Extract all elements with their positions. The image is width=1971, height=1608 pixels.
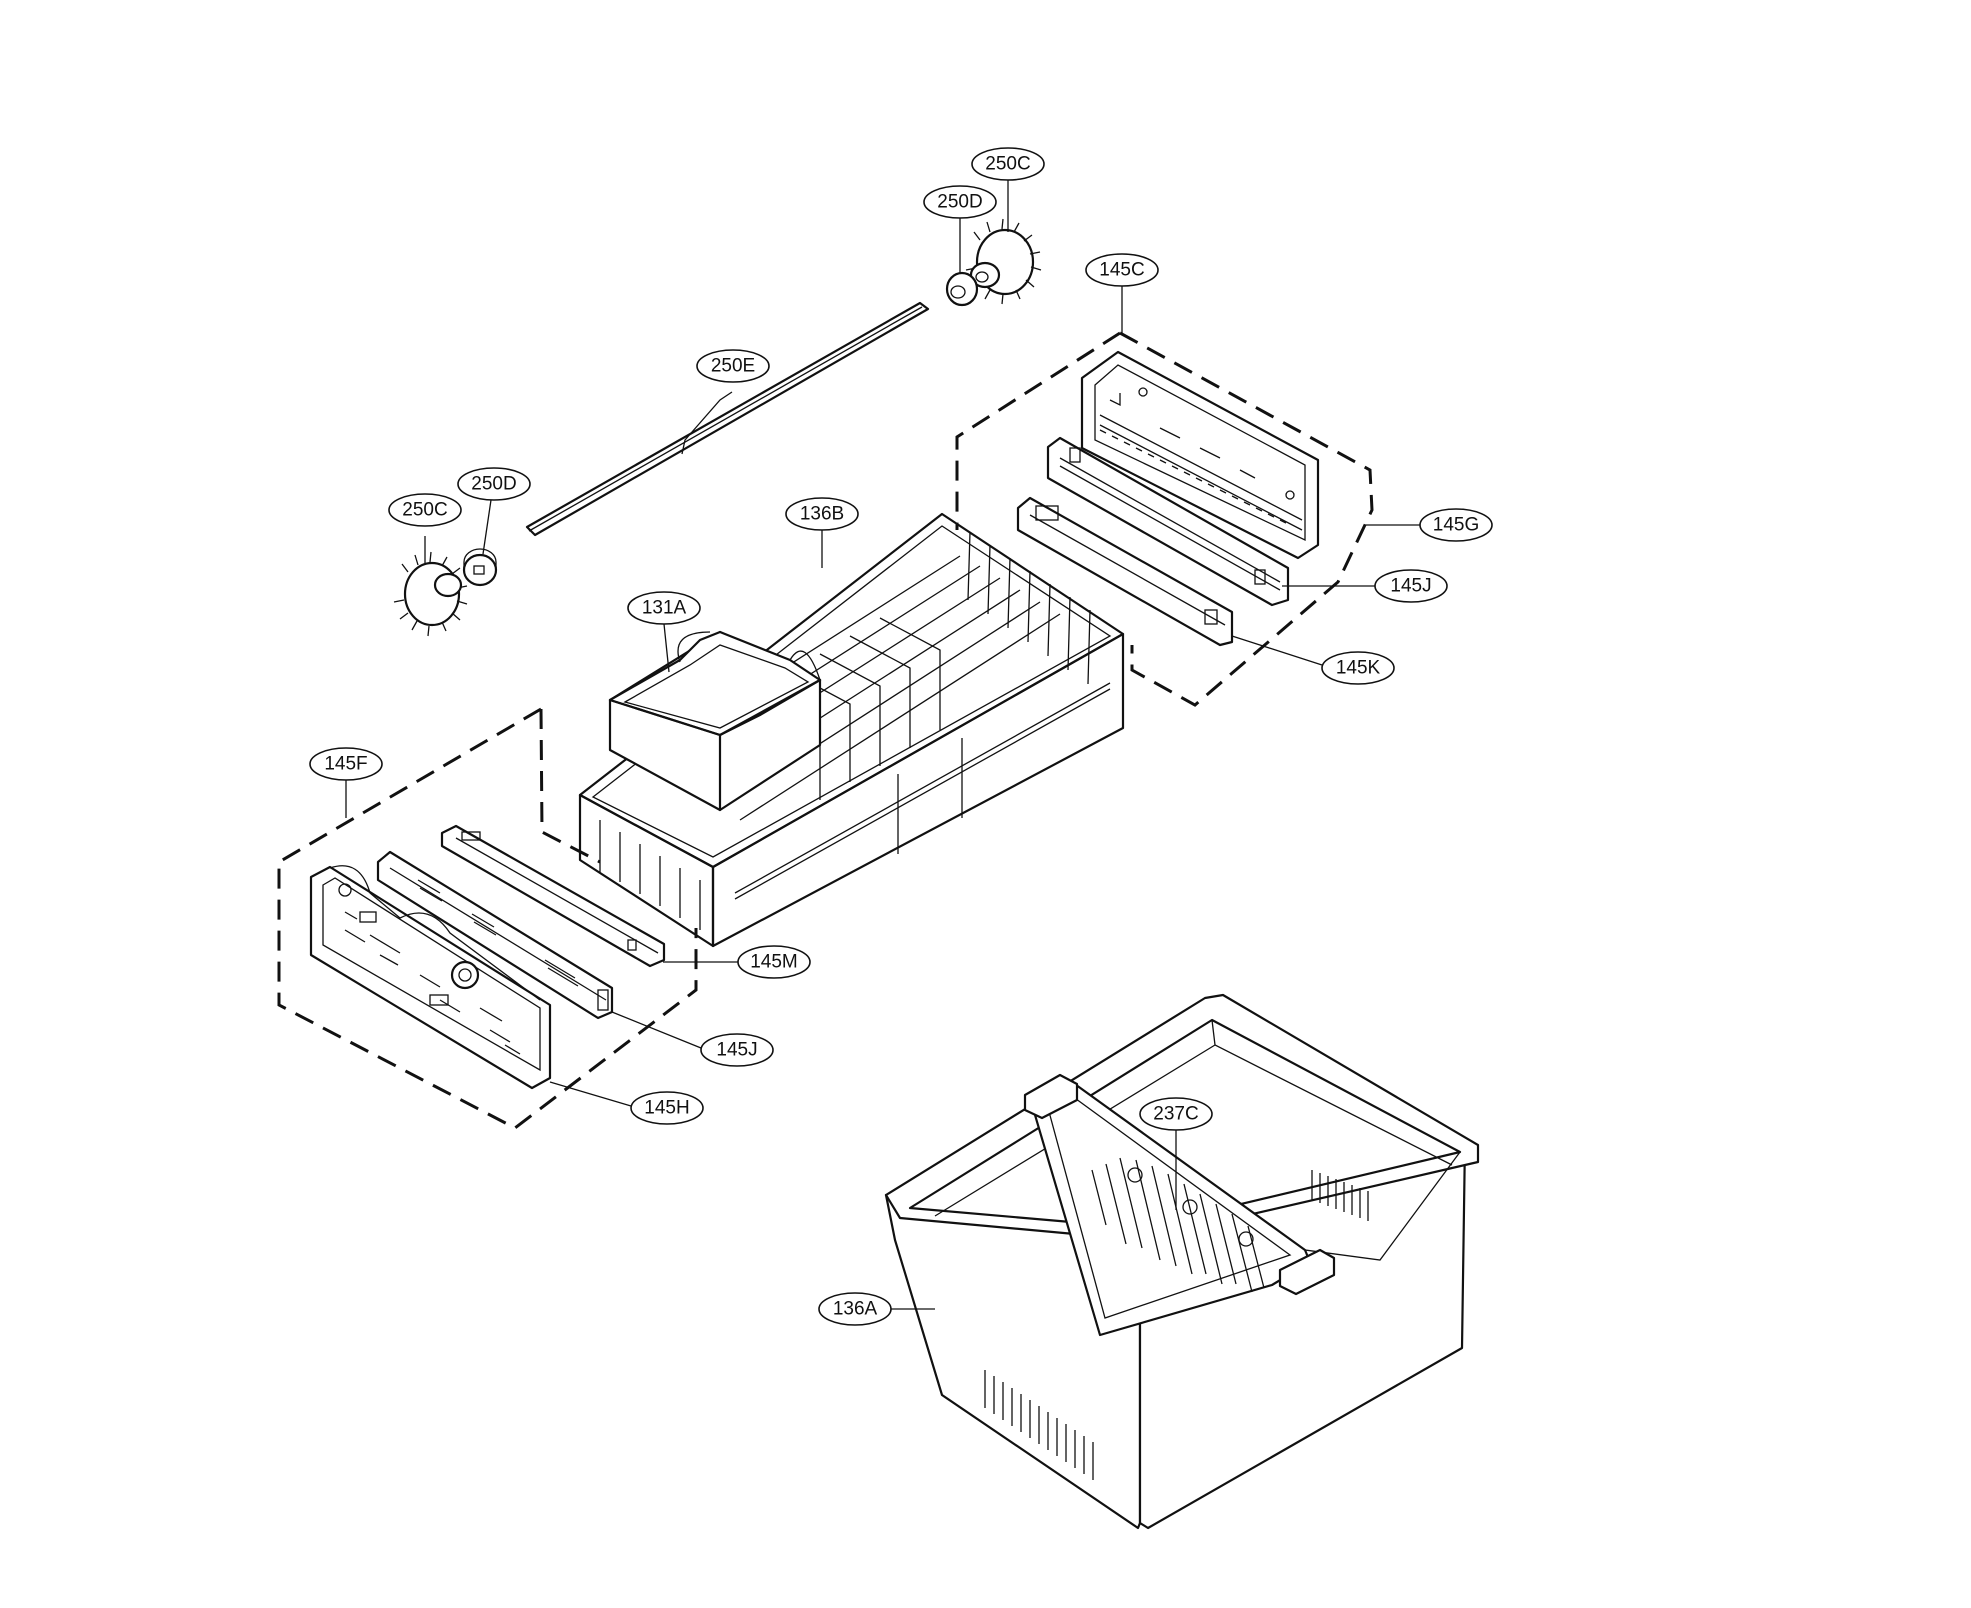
callout-label: 131A	[642, 598, 687, 619]
callout-250D-top: 250D	[923, 185, 997, 219]
callout-label: 250C	[985, 154, 1030, 175]
wire-basket-136B	[578, 512, 1125, 948]
gear-250C-top	[965, 218, 1042, 305]
callout-250C-left: 250C	[388, 493, 462, 527]
crisper-drawer-136A	[884, 993, 1480, 1530]
callout-label: 145H	[644, 1098, 689, 1119]
rail-250E	[525, 301, 930, 537]
callout-145G: 145G	[1419, 508, 1493, 542]
callout-label: 145K	[1336, 658, 1381, 679]
callout-145C: 145C	[1085, 253, 1159, 287]
callout-label: 145F	[324, 754, 367, 775]
callout-131A: 131A	[627, 591, 701, 625]
callout-label: 250D	[937, 192, 982, 213]
bushing-250D-left	[462, 548, 498, 587]
callout-label: 237C	[1153, 1104, 1198, 1125]
leader-lines	[345, 180, 1420, 1310]
slide-assembly-145C	[1016, 350, 1320, 647]
callout-label: 250D	[471, 474, 516, 495]
callout-label: 136A	[833, 1299, 878, 1320]
callout-145H: 145H	[630, 1091, 704, 1125]
bin-131A	[608, 630, 822, 812]
callout-label: 136B	[800, 504, 844, 525]
callout-label: 145G	[1433, 515, 1479, 536]
callout-label: 145M	[750, 952, 798, 973]
callout-label: 145J	[716, 1040, 757, 1061]
group-outline-145F	[277, 707, 698, 1130]
bushing-250D-top	[945, 271, 979, 307]
callout-237C: 237C	[1139, 1097, 1213, 1131]
callout-250E: 250E	[696, 349, 770, 383]
callout-label: 145C	[1099, 260, 1144, 281]
callout-250D-left: 250D	[457, 467, 531, 501]
callout-label: 145J	[1390, 576, 1431, 597]
callout-145M: 145M	[737, 945, 811, 979]
group-outline-145C	[955, 331, 1374, 707]
callout-label: 250C	[402, 500, 447, 521]
callout-136B: 136B	[785, 497, 859, 531]
callout-136A: 136A	[818, 1292, 892, 1326]
callout-145J-left: 145J	[700, 1033, 774, 1067]
slide-assembly-145F	[309, 824, 666, 1090]
callout-250C-top: 250C	[971, 147, 1045, 181]
callout-145J-right: 145J	[1374, 569, 1448, 603]
callout-145K: 145K	[1321, 651, 1395, 685]
callout-label: 250E	[711, 356, 755, 377]
gear-250C-left	[393, 551, 468, 637]
callout-145F: 145F	[309, 747, 383, 781]
